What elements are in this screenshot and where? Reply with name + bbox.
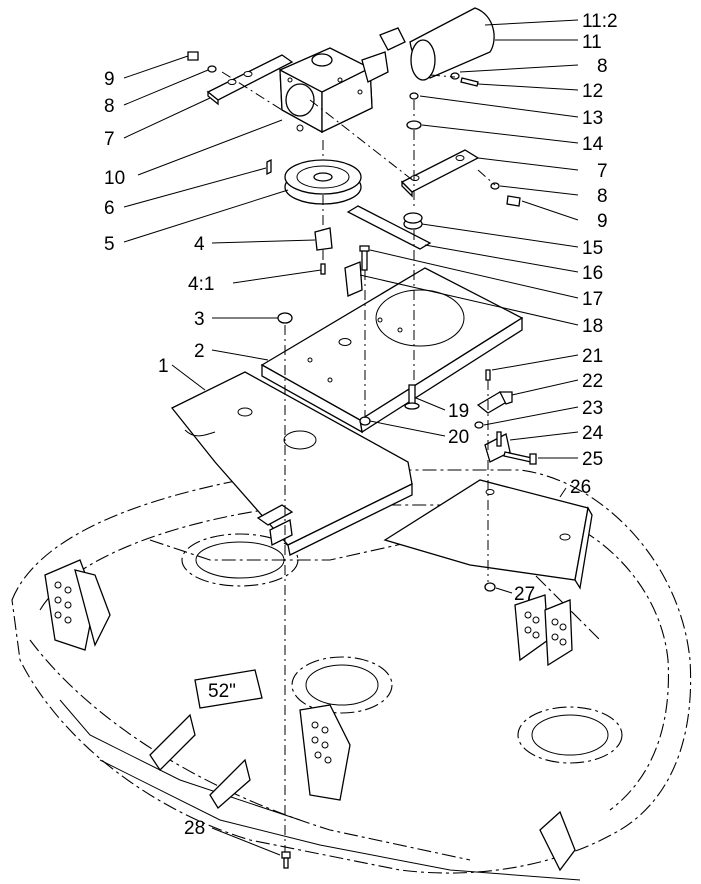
callout-24: 24 <box>582 423 604 444</box>
callout-4: 4 <box>194 234 205 255</box>
callout-18: 18 <box>582 316 603 337</box>
callout-28: 28 <box>184 818 205 839</box>
washer-part-8-top-right <box>450 72 460 80</box>
washer-part-23 <box>474 421 484 429</box>
spindle-opening-center <box>291 656 393 714</box>
strap-part-16 <box>346 205 432 250</box>
callout-8-left: 8 <box>104 96 115 117</box>
bolt-part-9-right <box>506 195 521 207</box>
key-part-6 <box>266 158 272 176</box>
washer-part-8-left <box>207 65 217 73</box>
screw-part-21 <box>485 369 491 381</box>
deck-size-badge: 52" <box>194 669 263 709</box>
gearbox-part-10 <box>279 47 389 134</box>
callout-8-top-right: 8 <box>597 56 608 77</box>
callout-13: 13 <box>582 108 603 129</box>
mount-bracket-part-7-right <box>400 149 480 198</box>
callout-12: 12 <box>582 81 603 102</box>
cover-shield-part-1 <box>170 371 413 556</box>
callout-4-1: 4:1 <box>188 274 214 295</box>
callout-25: 25 <box>582 449 603 470</box>
stud-part-19 <box>404 384 420 410</box>
bolt-part-25 <box>503 451 537 465</box>
callout-19: 19 <box>448 401 469 422</box>
callout-21: 21 <box>582 346 603 367</box>
latch-bracket-part-24 <box>484 431 511 463</box>
callout-23: 23 <box>582 398 603 419</box>
callout-9-left: 9 <box>104 69 115 90</box>
callout-22: 22 <box>582 371 603 392</box>
callout-8-right: 8 <box>597 186 608 207</box>
callout-26: 26 <box>570 477 591 498</box>
callout-7-left: 7 <box>104 129 115 150</box>
callout-6: 6 <box>104 198 115 219</box>
callout-16: 16 <box>582 263 603 284</box>
deck-size-label: 52" <box>208 681 236 702</box>
deck-mount-brackets <box>149 713 576 872</box>
callout-leader-lines <box>123 19 579 856</box>
pulley-part-5 <box>284 159 362 205</box>
bolt-part-13 <box>409 92 419 100</box>
mount-bracket-part-7-left <box>206 54 294 106</box>
deck-baffle-left <box>44 559 111 651</box>
nut-part-27 <box>484 582 496 592</box>
callout-14: 14 <box>582 134 604 155</box>
callout-2: 2 <box>194 341 205 362</box>
spindle-opening-right <box>517 706 623 764</box>
deck-baffle-right <box>514 594 573 667</box>
callout-20: 20 <box>448 427 469 448</box>
bolt-part-12 <box>460 77 479 87</box>
callout-15: 15 <box>582 238 603 259</box>
callout-5: 5 <box>104 234 115 255</box>
washer-part-8-right <box>490 182 500 190</box>
washer-part-14 <box>406 120 422 130</box>
plate-bracket-part-18 <box>344 261 363 297</box>
callout-3: 3 <box>194 309 205 330</box>
bolt-part-9-left <box>187 51 199 61</box>
deck-baffle-center <box>299 704 351 801</box>
callout-10: 10 <box>104 168 125 189</box>
callout-11: 11 <box>582 32 602 53</box>
pin-part-4-1 <box>320 263 326 275</box>
alignment-centerlines <box>221 71 496 852</box>
callout-27: 27 <box>514 584 535 605</box>
bolt-part-17 <box>359 245 370 271</box>
bushing-part-15 <box>403 212 423 230</box>
callout-labels: 9 8 7 10 6 5 4 4:1 3 2 1 11:2 11 8 12 13… <box>104 11 618 839</box>
callout-17: 17 <box>582 289 603 310</box>
nut-part-3 <box>277 312 293 324</box>
bolt-part-28 <box>281 851 291 869</box>
spindle-opening-left <box>181 533 299 587</box>
callout-9-right: 9 <box>597 211 608 232</box>
latch-part-22 <box>476 391 513 414</box>
callout-11-2: 11:2 <box>582 11 618 32</box>
cover-shield-part-26 <box>383 479 593 590</box>
callout-7-right: 7 <box>597 161 608 182</box>
belt-shield-part-11 <box>379 7 495 81</box>
mounting-plate-part-2 <box>260 267 524 434</box>
deck-latch-assembly <box>256 504 294 546</box>
callout-1: 1 <box>158 356 169 377</box>
nut-part-20 <box>359 416 371 426</box>
nut-part-4 <box>314 227 333 251</box>
